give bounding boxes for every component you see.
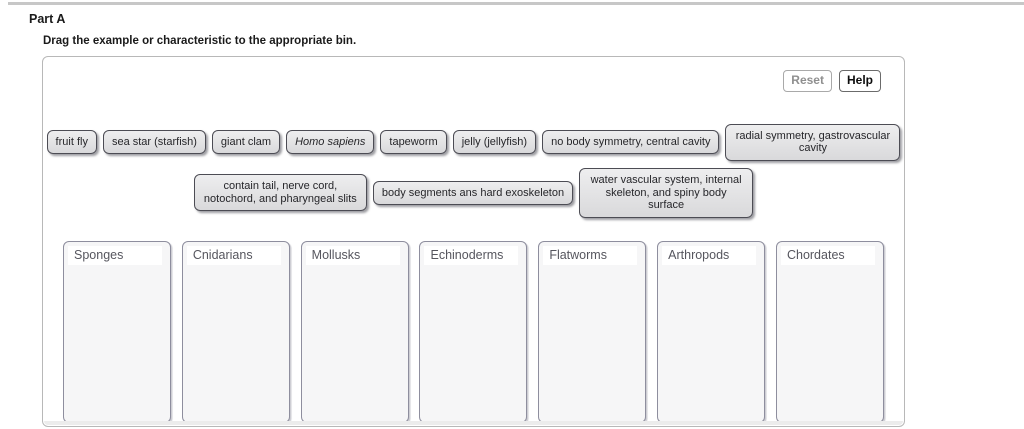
bin-label: Arthropods [662, 246, 757, 265]
bins-row: Sponges Cnidarians Mollusks Echinoderms Flat… [63, 241, 884, 423]
bin-echinoderms[interactable]: Echinoderms [419, 241, 528, 423]
panel-bottom-strip [44, 421, 903, 425]
top-divider [8, 2, 1024, 5]
chip-tapeworm[interactable]: tapeworm [380, 129, 447, 155]
bin-label: Cnidarians [186, 246, 281, 265]
chip-body-segments-ans-hard-exoskeleton[interactable]: body segments ans hard exoskeleton [372, 180, 574, 205]
instruction-text: Drag the example or characteristic to th… [43, 35, 357, 47]
bin-flatworms[interactable]: Flatworms [538, 241, 647, 423]
bin-label: Chordates [780, 246, 875, 265]
chip-fruit-fly[interactable]: fruit fly [46, 129, 97, 155]
chip-water-vascular-system-internal-skeleton-[interactable]: water vascular system, internal skeleton… [579, 168, 754, 218]
bin-label: Sponges [68, 246, 162, 265]
bin-label: Flatworms [543, 246, 638, 265]
bin-label: Mollusks [305, 246, 400, 265]
bin-chordates[interactable]: Chordates [775, 241, 884, 423]
chip-homo-sapiens[interactable]: Homo sapiens [286, 129, 375, 155]
chip-radial-symmetry-gastrovascular-cavity[interactable]: radial symmetry, gastrovascular cavity [725, 123, 901, 161]
chip-contain-tail-nerve-cord-notochord-and-ph[interactable]: contain tail, nerve cord, notochord, and… [193, 174, 367, 212]
part-title: Part A [29, 12, 66, 26]
bin-arthropods[interactable]: Arthropods [657, 241, 766, 423]
chip-no-body-symmetry-central-cavity[interactable]: no body symmetry, central cavity [542, 129, 720, 155]
help-button[interactable]: Help [838, 70, 881, 92]
reset-button[interactable]: Reset [783, 70, 832, 92]
bin-mollusks[interactable]: Mollusks [300, 241, 409, 423]
bin-label: Echinoderms [424, 246, 519, 265]
chip-sea-star-starfish[interactable]: sea star (starfish) [102, 129, 206, 155]
chip-row-2: contain tail, nerve cord, notochord, and… [43, 168, 904, 218]
bin-sponges[interactable]: Sponges [63, 241, 171, 423]
bin-cnidarians[interactable]: Cnidarians [181, 241, 290, 423]
toolbar: Reset Help [783, 70, 881, 92]
chip-giant-clam[interactable]: giant clam [211, 129, 281, 155]
chip-jelly-jellyfish[interactable]: jelly (jellyfish) [452, 129, 537, 155]
